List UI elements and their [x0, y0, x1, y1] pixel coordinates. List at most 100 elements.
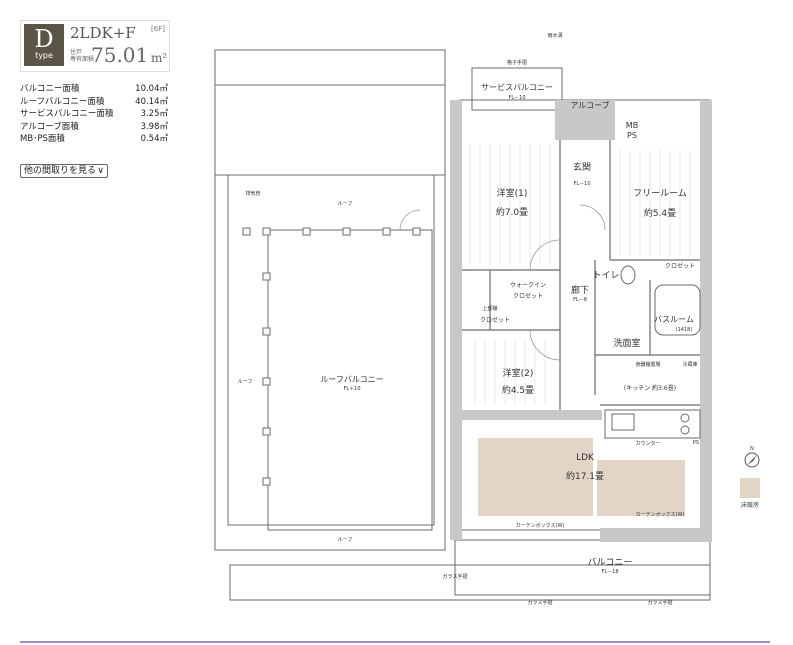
wall-left [450, 100, 462, 540]
entrance-fl: FL－10 [573, 181, 590, 187]
spec-row: MB･PS面積 0.54㎡ [20, 133, 168, 146]
sink [611, 413, 635, 431]
curtain-box-label: カーテンボックス(W) [516, 522, 565, 529]
corridor-fl: FL－8 [573, 297, 587, 303]
other-plans-label: 他の間取りを見る [24, 166, 97, 176]
ldk-size: 約17.1畳 [566, 470, 604, 482]
western2-label: 洋室(2) [503, 367, 534, 379]
service-balcony-box [471, 67, 563, 111]
roof-label-bottom: ルーフ [338, 537, 353, 543]
entrance-label: 玄関 [573, 161, 591, 173]
type-letter: D [34, 25, 54, 53]
area-value: 75.01 [91, 43, 149, 67]
balcony-label: バルコニー [588, 557, 633, 568]
floor-heating-area-2 [597, 460, 685, 516]
western2-size: 約4.5畳 [502, 384, 534, 396]
toilet-fixture [620, 265, 636, 285]
stove-burner [680, 425, 690, 435]
kitchen-counter [604, 409, 701, 439]
wall-top [555, 100, 615, 140]
toilet-label: トイレ [592, 271, 619, 281]
rail-top-label: 格子手摺 [507, 59, 527, 66]
spec-value: 3.25㎡ [140, 109, 168, 120]
spec-value: 10.04㎡ [135, 84, 168, 94]
floor-tag: [6F] [151, 25, 165, 33]
mbps-label: MB [626, 121, 638, 130]
other-plans-dropdown[interactable]: 他の間取りを見る ∨ [20, 164, 108, 178]
spec-row: バルコニー面積 10.04㎡ [20, 83, 168, 96]
balcony-box [454, 539, 711, 596]
service-balcony-fl: FL－10 [508, 95, 525, 101]
fridge-label: 冷蔵庫 [682, 361, 697, 368]
glass-rail-label-2: ガラス手摺 [528, 599, 553, 606]
north-arrow-icon: N [744, 446, 760, 468]
spec-label: ルーフバルコニー面積 [20, 96, 105, 107]
kitchen-label: (キッチン 約3.6畳) [624, 384, 676, 392]
spec-label: サービスバルコニー面積 [20, 109, 114, 120]
free-room-size: 約5.4畳 [644, 207, 676, 219]
ldk-label: LDK [576, 453, 595, 463]
bathtub [654, 284, 701, 336]
western1-label: 洋室(1) [497, 187, 528, 199]
drain-label: 排気管 [245, 190, 260, 197]
flooring-pattern [469, 145, 691, 405]
roof-top [214, 49, 446, 176]
roof-label-top: ルーフ [338, 201, 353, 207]
ps-sub-label: PS [627, 131, 637, 140]
glass-rail-label: ガラス手摺 [443, 573, 468, 580]
spec-row: ルーフバルコニー面積 40.14㎡ [20, 96, 168, 109]
bottom-divider [20, 641, 770, 643]
roof-label-left: ルーフ [238, 379, 253, 385]
floor-heating-legend-swatch [740, 478, 760, 498]
post-markers [242, 227, 421, 486]
western1-size: 約7.0畳 [496, 206, 528, 218]
spec-value: 40.14㎡ [135, 96, 168, 107]
curtain-box-label-2: カーテンボックス(W) [636, 511, 685, 518]
spec-label: MB･PS面積 [20, 134, 65, 145]
corridor-label: 廊下 [571, 284, 589, 296]
service-balcony-label: サービスバルコニー [481, 83, 553, 92]
chevron-down-icon: ∨ [97, 166, 104, 176]
alcove-label: アルコーブ [570, 100, 609, 110]
stove-burner [680, 413, 690, 423]
spec-row: サービスバルコニー面積 3.25㎡ [20, 108, 168, 121]
bathroom-label: バスルーム [654, 315, 694, 324]
wall-mid [462, 410, 602, 420]
roof-balcony-label: ルーフバルコニー [320, 375, 383, 384]
svg-text:N: N [750, 446, 754, 452]
spec-value: 3.98㎡ [140, 121, 168, 132]
plan-name: 2LDK+F [70, 24, 136, 42]
plan-type-card: D type 2LDK+F [6F] 住戸 専有面積 75.01 m² [20, 20, 170, 72]
roof-balcony-fl: FL＋10 [343, 386, 360, 392]
counter-label: カウンター [635, 440, 660, 447]
shelf-label: 上部棚 [482, 305, 497, 312]
area-spec-list: バルコニー面積 10.04㎡ ルーフバルコニー面積 40.14㎡ サービスバルコニー… [20, 83, 168, 146]
closet-label: クロゼット [480, 316, 510, 324]
floor-heating-area-1 [478, 438, 593, 516]
roof-balcony-inner [227, 174, 435, 526]
spec-value: 0.54㎡ [140, 134, 168, 145]
spec-row: アルコーブ面積 3.98㎡ [20, 121, 168, 134]
ps-label: PS [693, 440, 699, 446]
closet-label-2: クロゼット [665, 262, 695, 270]
area-caption-2: 専有面積 [70, 56, 95, 63]
balcony-fl: FL－18 [601, 569, 618, 575]
floor-heating-legend-label: 床暖房 [741, 501, 759, 509]
door-swings [399, 204, 606, 361]
spec-label: バルコニー面積 [20, 84, 80, 94]
wall-right [700, 100, 712, 540]
bathroom-size: (1418) [676, 327, 693, 333]
spec-label: アルコーブ面積 [20, 121, 79, 132]
glass-rail-label-3: ガラス手摺 [648, 599, 673, 606]
wall-bottom [600, 528, 712, 542]
rain-gutter-label: 雨水溝 [547, 32, 562, 39]
area-unit: m² [151, 51, 168, 65]
type-sub: type [35, 51, 53, 60]
free-room-label: フリールーム [633, 188, 687, 199]
area-caption-1: 住戸 [70, 49, 83, 56]
type-badge: D type [24, 24, 64, 66]
dishwasher-label: 食器棚置場 [635, 361, 660, 368]
walkin-label: ウォークイン [510, 281, 546, 289]
walkin-label-2: クロゼット [513, 292, 543, 300]
